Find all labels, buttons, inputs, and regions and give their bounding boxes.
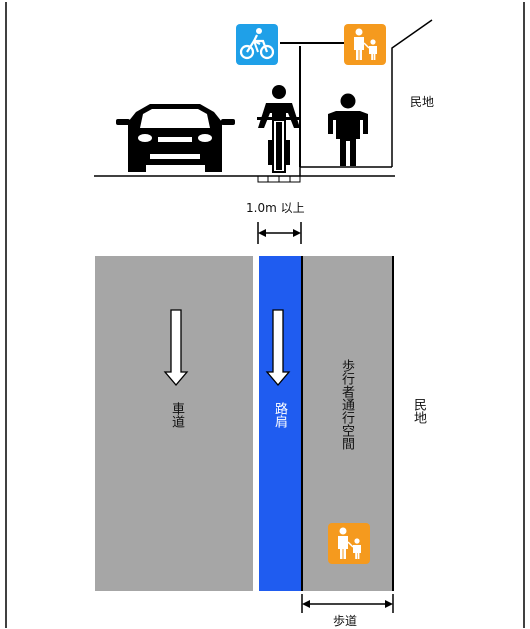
pedestrian-space-label: 歩行者通行空間 — [339, 359, 354, 450]
shoulder-grate — [257, 175, 301, 183]
car-icon — [116, 104, 235, 172]
cyclist-icon — [257, 85, 301, 173]
pedestrian-sign-icon — [328, 523, 370, 564]
private-land-label-top: 民地 — [410, 95, 435, 109]
roadway-label: 車道 — [169, 402, 184, 428]
width-dimension-label: 1.0m 以上 — [246, 201, 305, 215]
direction-arrow-icon — [163, 309, 189, 387]
bicycle-sign-icon — [236, 24, 278, 65]
sidewalk-curb — [299, 166, 392, 176]
pedestrian-sign-icon — [344, 24, 386, 65]
direction-arrow-icon — [265, 309, 291, 387]
private-land-boundary — [391, 19, 433, 167]
shoulder-label: 路肩 — [272, 402, 287, 428]
sidewalk-dimension-arrow — [301, 594, 394, 613]
sidewalk-label: 歩道 — [333, 614, 358, 628]
private-land-label-plan: 民地 — [411, 398, 426, 424]
width-dimension-arrow — [257, 222, 302, 244]
pedestrian-icon — [328, 93, 368, 166]
